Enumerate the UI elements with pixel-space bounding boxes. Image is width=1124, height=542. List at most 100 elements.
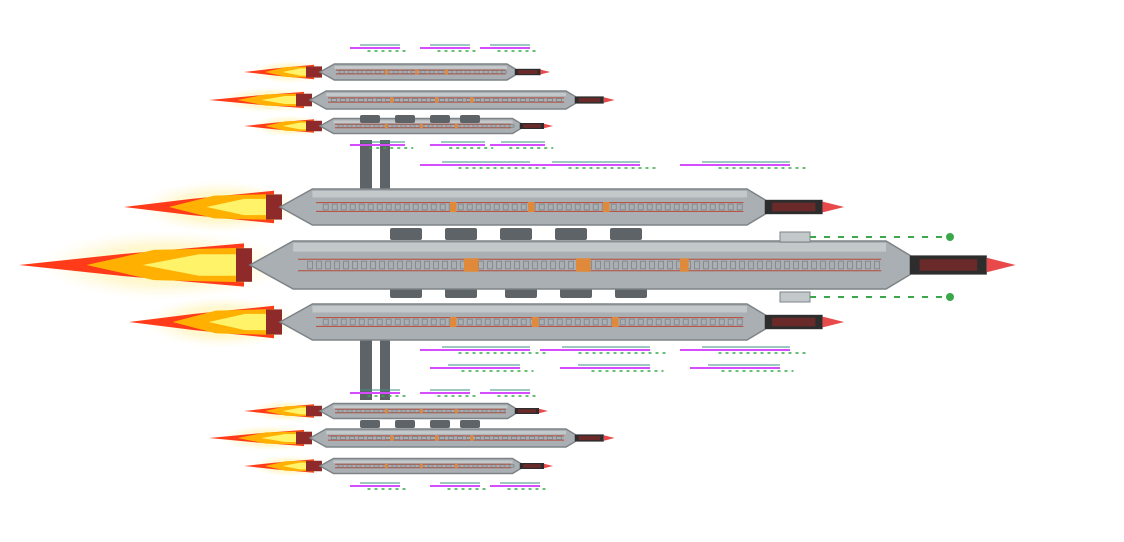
hull-panel [727, 318, 734, 326]
connectors-main-upper [390, 228, 642, 240]
nose-cannon-detail [523, 124, 541, 128]
hull-panel [421, 98, 428, 102]
hull-panel [610, 203, 617, 211]
hull-panel [709, 318, 716, 326]
flame-core [261, 95, 304, 105]
hull-panel [421, 436, 428, 440]
nose-cannon-detail [578, 97, 601, 103]
hull-panel [538, 203, 545, 211]
hull-window [680, 258, 689, 272]
hull-panel [667, 260, 673, 270]
hull-panel [409, 464, 416, 468]
connector-block [430, 420, 450, 428]
hull-top-1 [244, 60, 551, 84]
nose-cannon-detail [919, 259, 978, 271]
hull-panel [439, 98, 446, 102]
hull-panel [392, 70, 399, 74]
hull-panel [475, 318, 482, 326]
hull-highlight [333, 120, 513, 124]
hull-window [532, 316, 539, 328]
connector-block [395, 115, 415, 123]
hull-panel [322, 318, 329, 326]
engine-nozzle [306, 405, 322, 417]
hull-panel [646, 203, 653, 211]
hull-panel [412, 203, 419, 211]
hull-panel [448, 436, 455, 440]
hull-panel [529, 436, 535, 440]
nose-cannon-detail [772, 202, 816, 212]
nose-cannon-detail [523, 464, 541, 468]
nose-cannon-detail [772, 317, 816, 327]
hull-panel [847, 260, 853, 270]
hull-panel [400, 409, 407, 413]
hull-bottom-2 [209, 425, 615, 451]
hull-panel [775, 260, 781, 270]
connector-block [390, 228, 422, 240]
hull-panel [338, 70, 345, 74]
hull-main-upper [124, 181, 845, 233]
hull-panel [445, 409, 452, 413]
hull-panel [367, 203, 374, 211]
hull-panel [664, 318, 671, 326]
hull-panel [391, 464, 398, 468]
turrets-bottom-cluster [350, 389, 538, 397]
hull-window [470, 97, 474, 103]
hull-panel [430, 203, 437, 211]
hull-panel [487, 260, 494, 270]
hull-panel [409, 409, 416, 413]
hull-panel [709, 203, 716, 211]
hull-panel [331, 98, 338, 102]
nose-tip [986, 257, 1016, 273]
hull-panel [316, 260, 323, 270]
hull-panel [493, 203, 500, 211]
hull-panel [325, 260, 332, 270]
hull-panel [412, 98, 419, 102]
hull-panel [421, 203, 428, 211]
hull-window [385, 463, 388, 469]
hull-panel [340, 436, 347, 440]
hull-highlight [333, 405, 508, 409]
hull-panel [481, 464, 488, 468]
nose-tip [544, 123, 553, 129]
hull-panel [448, 98, 455, 102]
nose-tip [603, 97, 615, 103]
hull-panel [637, 203, 644, 211]
hull-window [528, 201, 535, 213]
hull-panel [394, 436, 401, 440]
hull-panel [403, 98, 410, 102]
hull-panel [428, 70, 435, 74]
hull-panel [541, 260, 547, 270]
hull-panel [439, 436, 446, 440]
hull-panel [727, 203, 734, 211]
hull-bottom-1 [244, 400, 548, 422]
hull-panel [628, 318, 635, 326]
hull-panel [391, 124, 398, 128]
hull-panel [331, 203, 338, 211]
hull-panel [400, 464, 407, 468]
hull-panel [493, 318, 500, 326]
hull-panel [499, 464, 506, 468]
hull-bottom-3 [244, 455, 553, 477]
hull-panel [376, 436, 383, 440]
hull-panel [347, 70, 354, 74]
hull-panel [472, 124, 479, 128]
hull-panel [376, 203, 383, 211]
hull-panel [640, 260, 646, 270]
connector-block [360, 115, 380, 123]
turrets-top-cluster [350, 44, 538, 52]
hull-panel [457, 318, 464, 326]
nose-tip [603, 435, 615, 441]
hull-panel [613, 260, 619, 270]
hull-window [450, 316, 457, 328]
hull-panel [838, 260, 844, 270]
hull-panel [874, 260, 880, 270]
hull-panel [355, 409, 362, 413]
hull-panel [406, 260, 413, 270]
connector-block [460, 115, 480, 123]
hull-panel [403, 436, 410, 440]
nose-cannon-detail [518, 70, 538, 74]
hull-panel [346, 464, 353, 468]
hull-panel [592, 203, 599, 211]
hull-panel [437, 70, 444, 74]
